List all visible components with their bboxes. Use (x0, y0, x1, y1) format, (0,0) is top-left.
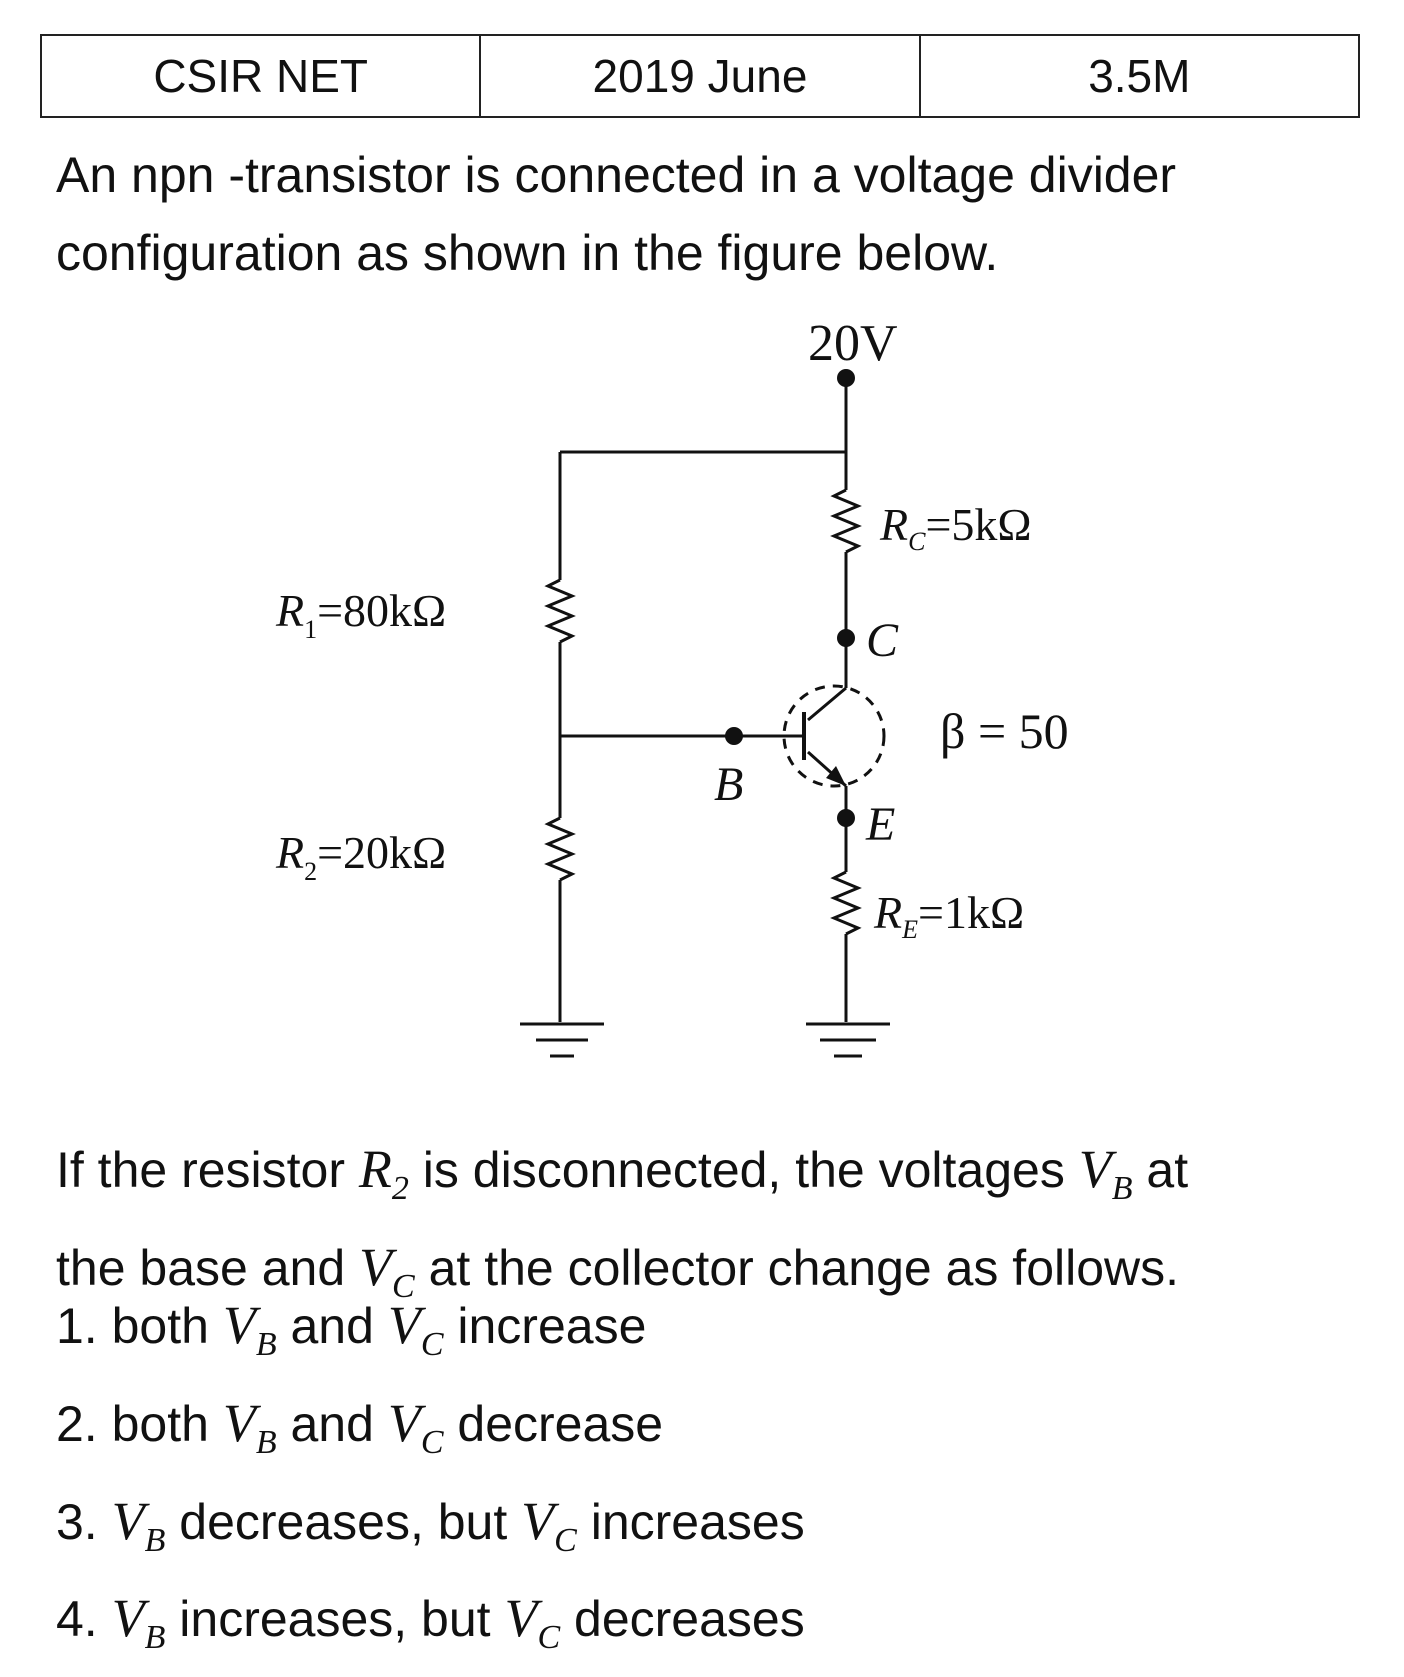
r1-resistor (544, 578, 576, 644)
rc-label: RC=5kΩ (879, 499, 1032, 556)
re-label: RE=1kΩ (873, 887, 1024, 944)
option-2[interactable]: 2. both VB and VC decrease (56, 1392, 664, 1461)
ground-left (520, 1022, 604, 1058)
beta-label: β = 50 (940, 703, 1069, 759)
intro-text: An npn -transistor is connected in a vol… (56, 136, 1356, 292)
intro-line-1: An npn -transistor is connected in a vol… (56, 147, 1177, 203)
question-marks: 3.5M (1088, 50, 1191, 102)
supply-label: 20V (808, 315, 898, 372)
rc-resistor (830, 488, 862, 554)
r2-resistor (544, 816, 576, 882)
collector-node (837, 629, 855, 647)
options-list: 1. both VB and VC increase 2. both VB an… (56, 1286, 1386, 1677)
exam-session: 2019 June (481, 36, 921, 116)
ground-right (806, 1022, 890, 1058)
emitter-node (837, 809, 855, 827)
vc-symbol: VC (359, 1236, 415, 1305)
option-4[interactable]: 4. VB increases, but VC decreases (56, 1588, 805, 1657)
intro-line-2: configuration as shown in the figure bel… (56, 225, 999, 281)
transistor-envelope (782, 684, 886, 788)
supply-node (837, 369, 855, 387)
question-text: If the resistor R2 is disconnected, the … (56, 1139, 1189, 1305)
option-1[interactable]: 1. both VB and VC increase (56, 1295, 647, 1363)
base-label: B (714, 758, 743, 811)
collector-label: C (866, 614, 899, 667)
r2-label: R2=20kΩ (275, 827, 446, 886)
exam-name: CSIR NET (42, 36, 482, 116)
r2-symbol: R2 (358, 1139, 409, 1207)
header-table: CSIR NET 2019 June 3.5M (40, 34, 1360, 118)
re-resistor (830, 870, 862, 936)
option-3[interactable]: 3. VB decreases, but VC increases (56, 1490, 805, 1559)
base-node (725, 727, 743, 745)
circuit-diagram: 20V RC=5kΩ R1=80kΩ C β = 50 B E R2=20kΩ … (275, 315, 1069, 1058)
emitter-label: E (865, 798, 895, 851)
emitter-arrow-icon (826, 766, 846, 786)
r1-label: R1=80kΩ (275, 585, 446, 644)
vb-symbol: VB (1078, 1139, 1133, 1207)
